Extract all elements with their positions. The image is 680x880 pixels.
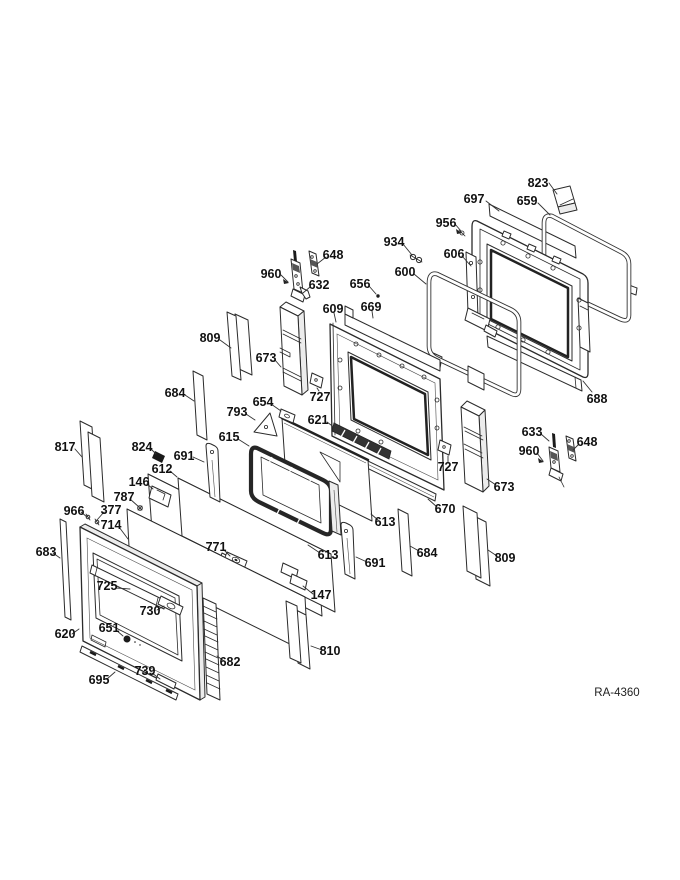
part-label-670: 670 <box>435 502 456 516</box>
part-label-691-left: 691 <box>174 449 195 463</box>
part-label-612: 612 <box>152 462 173 476</box>
part-label-727-left: 727 <box>310 390 331 404</box>
part-trim-739 <box>155 673 177 690</box>
part-strip-809-right <box>462 505 491 587</box>
part-label-683: 683 <box>36 545 57 559</box>
part-label-960-left: 960 <box>261 267 282 281</box>
part-label-697: 697 <box>464 192 485 206</box>
part-label-673-right: 673 <box>494 480 515 494</box>
part-bracket-691-right <box>340 521 356 580</box>
center-glass-assembly <box>137 408 392 617</box>
part-screw-934 <box>409 253 423 264</box>
front-door-assembly <box>59 508 311 701</box>
part-label-673-left: 673 <box>256 351 277 365</box>
part-label-695: 695 <box>89 673 110 687</box>
part-label-730: 730 <box>140 604 161 618</box>
part-bracket-691-left <box>205 442 221 503</box>
part-label-934: 934 <box>384 235 405 249</box>
part-label-960-right: 960 <box>519 444 540 458</box>
part-label-688: 688 <box>587 392 608 406</box>
part-clip-654 <box>278 408 296 424</box>
part-label-817: 817 <box>55 440 76 454</box>
part-label-656: 656 <box>350 277 371 291</box>
part-label-684-left: 684 <box>165 386 186 400</box>
left-insulation-strips <box>79 301 309 503</box>
part-retainer-621 <box>331 422 392 460</box>
part-clip-727-left <box>309 372 324 389</box>
part-label-613-front: 613 <box>318 548 339 562</box>
part-label-146: 146 <box>129 475 150 489</box>
part-label-669: 669 <box>361 300 382 314</box>
part-handle-730 <box>89 564 184 616</box>
part-label-966: 966 <box>64 504 85 518</box>
leader-lines <box>52 182 593 680</box>
part-bracket-146 <box>148 485 172 508</box>
hinge-group-left <box>290 250 380 303</box>
part-label-956: 956 <box>436 216 457 230</box>
part-label-691-right: 691 <box>365 556 386 570</box>
part-label-620: 620 <box>55 627 76 641</box>
part-label-727-right: 727 <box>438 460 459 474</box>
part-label-682: 682 <box>220 655 241 669</box>
part-label-609: 609 <box>323 302 344 316</box>
part-clip-824 <box>152 451 165 463</box>
part-door-panel-725 <box>79 523 206 701</box>
part-clip-823 <box>552 185 578 215</box>
part-glass-613-rear <box>280 416 373 522</box>
part-channel-682 <box>202 597 221 701</box>
part-clip-727-right <box>437 439 452 456</box>
part-screw-656 <box>376 294 380 298</box>
part-strip-683 <box>59 518 72 621</box>
part-strip-684-left <box>192 370 208 441</box>
part-label-621: 621 <box>308 413 329 427</box>
part-label-810: 810 <box>320 644 341 658</box>
part-strip-684-right <box>397 508 413 577</box>
part-panel-606 <box>464 219 591 379</box>
part-strip-697 <box>488 203 577 259</box>
part-trim-695 <box>79 645 179 701</box>
part-label-809-right: 809 <box>495 551 516 565</box>
part-strip-810 <box>285 600 311 670</box>
part-label-600: 600 <box>395 265 416 279</box>
right-insulation-strips <box>397 400 491 587</box>
part-label-651: 651 <box>99 621 120 635</box>
part-label-632: 632 <box>309 278 330 292</box>
part-gasket-659 <box>541 213 638 323</box>
part-label-648-right: 648 <box>577 435 598 449</box>
part-label-824: 824 <box>132 440 153 454</box>
part-glass-frame-615 <box>248 445 342 537</box>
rear-panel-assembly <box>409 185 638 392</box>
part-label-739: 739 <box>135 664 156 678</box>
part-label-654: 654 <box>253 395 274 409</box>
part-label-377: 377 <box>101 503 122 517</box>
part-strip-817 <box>79 420 105 503</box>
part-cap-669 <box>344 305 441 372</box>
diagram-reference-number: RA-4360 <box>594 687 639 699</box>
part-strip-688 <box>486 335 583 392</box>
part-label-787: 787 <box>114 490 135 504</box>
part-label-648-left: 648 <box>323 248 344 262</box>
part-label-771: 771 <box>206 540 227 554</box>
part-strip-809-left <box>226 311 253 381</box>
part-label-684-right: 684 <box>417 546 438 560</box>
part-label-615: 615 <box>219 430 240 444</box>
part-label-809-left: 809 <box>200 331 221 345</box>
part-label-147: 147 <box>311 588 332 602</box>
part-label-793: 793 <box>227 405 248 419</box>
part-label-613-rear: 613 <box>375 515 396 529</box>
part-label-659: 659 <box>517 194 538 208</box>
part-block-673-right <box>460 400 490 493</box>
part-screw-966 <box>85 513 91 521</box>
part-knob-651 <box>123 635 141 646</box>
part-block-673-left <box>279 301 309 396</box>
part-label-823: 823 <box>528 176 549 190</box>
part-labels: 823 697 659 956 934 606 600 688 960 648 … <box>36 176 608 687</box>
part-gusset-793 <box>253 412 278 437</box>
hinge-group-right <box>548 433 577 488</box>
part-label-606: 606 <box>444 247 465 261</box>
part-label-714: 714 <box>101 518 122 532</box>
part-label-633: 633 <box>522 425 543 439</box>
part-label-725: 725 <box>97 579 118 593</box>
